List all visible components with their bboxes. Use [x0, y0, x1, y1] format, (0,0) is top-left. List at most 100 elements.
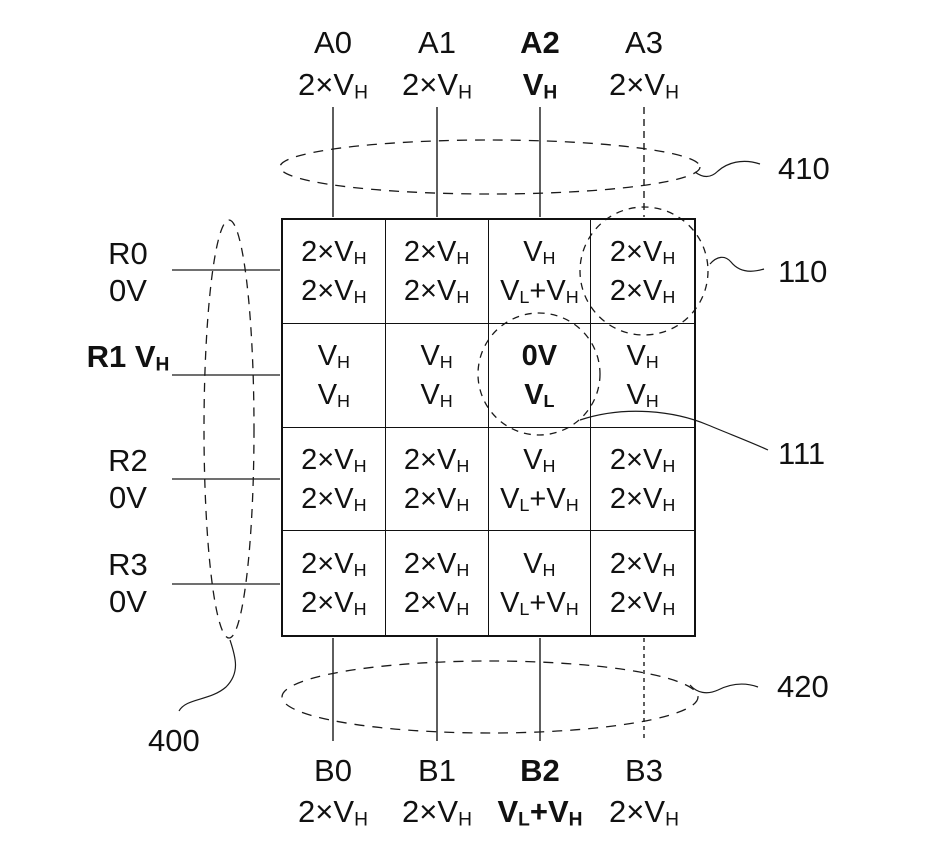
matrix-cell-r2c2: VH VL+VH: [488, 427, 592, 532]
cell-line1: VH: [420, 340, 453, 373]
cell-line2: VL+VH: [500, 587, 579, 620]
left-ellipse-400: [203, 219, 255, 639]
cell-line1: 2×VH: [403, 236, 470, 269]
matrix-cell-r2c0: 2×VH 2×VH: [283, 427, 386, 532]
column-name: A3: [625, 25, 663, 60]
matrix-cell-r3c2: VH VL+VH: [489, 531, 592, 635]
ref-numeral-110: 110: [778, 254, 828, 289]
matrix-cell-r0c2: VH VL+VH: [488, 220, 592, 324]
column-voltage: 2×VH: [402, 67, 472, 104]
cell-line2: 2×VH: [301, 482, 367, 516]
cell-line1: VH: [626, 340, 659, 373]
column-name: A0: [314, 25, 352, 60]
column-voltage: VH: [522, 67, 558, 104]
ref-numeral-400: 400: [148, 723, 200, 758]
row-voltage: 0V: [109, 480, 147, 515]
cell-line2: VH: [626, 379, 659, 412]
cell-line1: 2×VH: [609, 443, 676, 477]
column-label-b0: B0 2×VH: [268, 750, 398, 832]
matrix-cell-r0c3: 2×VH 2×VH: [591, 220, 694, 324]
column-voltage: 2×VH: [298, 67, 368, 104]
top-ellipse-410: [279, 139, 701, 195]
column-label-a2: A2 VH: [475, 22, 605, 106]
row-label-r3: R3 0V: [86, 546, 170, 620]
row-label-r0: R0 0V: [86, 235, 170, 309]
column-name: B0: [314, 753, 352, 788]
cell-line2: 2×VH: [403, 482, 470, 516]
cell-line2: VL+VH: [500, 482, 579, 516]
leader-410: [694, 160, 761, 177]
matrix-cell-r1c3: VH VH: [591, 324, 694, 428]
row-name: R2: [108, 443, 148, 478]
cell-circle-110: [579, 206, 709, 336]
cell-line1: 2×VH: [609, 548, 676, 581]
cell-line2: VL+VH: [500, 275, 579, 308]
matrix-cell-r0c0: 2×VH 2×VH: [283, 220, 386, 324]
cell-line2: VL: [524, 379, 555, 412]
column-voltage: VL+VH: [497, 794, 583, 831]
leader-400: [178, 639, 237, 712]
matrix-cell-r1c0: VH VH: [283, 323, 386, 428]
column-name: A1: [418, 25, 456, 60]
cell-line1: VH: [317, 340, 351, 373]
cell-line2: 2×VH: [403, 275, 470, 308]
cell-line1: VH: [523, 236, 556, 269]
cell-line1: 0V: [521, 340, 558, 373]
column-voltage: 2×VH: [402, 794, 472, 831]
cell-line1: 2×VH: [301, 548, 367, 581]
column-voltage: 2×VH: [609, 794, 679, 831]
column-label-b2: B2 VL+VH: [475, 750, 605, 832]
matrix-cell-r3c0: 2×VH 2×VH: [283, 531, 386, 635]
cell-line2: 2×VH: [609, 275, 676, 308]
column-label-b3: B3 2×VH: [579, 750, 709, 832]
row-name: R1: [86, 339, 127, 374]
row-voltage: 0V: [109, 584, 147, 619]
leader-420: [689, 683, 759, 694]
row-label-r2: R2 0V: [86, 442, 170, 516]
matrix-cell-r2c3: 2×VH 2×VH: [591, 428, 694, 532]
cell-line1: VH: [523, 548, 556, 581]
column-label-a0: A0 2×VH: [268, 22, 398, 106]
matrix-cell-r3c1: 2×VH 2×VH: [386, 531, 489, 635]
matrix-cell-r1c1: VH VH: [385, 323, 489, 428]
leader-110: [709, 256, 765, 272]
cell-line1: VH: [523, 443, 556, 477]
cell-circle-111: [477, 312, 601, 436]
ref-numeral-420: 420: [777, 669, 829, 704]
ref-numeral-410: 410: [778, 151, 830, 186]
matrix-cell-r1c2: 0V VL: [488, 323, 592, 428]
cell-line1: 2×VH: [609, 236, 676, 269]
ref-numeral-111: 111: [778, 436, 826, 471]
bottom-ellipse-420: [281, 660, 699, 734]
cell-line1: 2×VH: [301, 236, 367, 269]
cell-line2: VH: [420, 379, 453, 412]
row-voltage: VH: [134, 339, 170, 376]
cell-line1: 2×VH: [403, 548, 470, 581]
row-name: R3: [108, 547, 148, 582]
column-label-b1: B1 2×VH: [372, 750, 502, 832]
column-label-a1: A1 2×VH: [372, 22, 502, 106]
matrix-cell-r0c1: 2×VH 2×VH: [385, 220, 489, 324]
matrix-cell-r3c3: 2×VH 2×VH: [591, 531, 694, 635]
cell-line2: 2×VH: [301, 587, 367, 620]
cell-line1: 2×VH: [301, 443, 367, 477]
cell-line2: 2×VH: [301, 275, 367, 308]
column-voltage: 2×VH: [609, 67, 679, 104]
voltage-matrix: 2×VH 2×VH 2×VH 2×VH VH VL+VH 2×VH 2×VH V…: [281, 218, 696, 637]
column-voltage: 2×VH: [298, 794, 368, 831]
leader-111: [579, 410, 769, 451]
cell-line2: 2×VH: [609, 587, 676, 620]
row-voltage: 0V: [109, 273, 147, 308]
column-label-a3: A3 2×VH: [579, 22, 709, 106]
cell-line2: 2×VH: [403, 587, 470, 620]
cell-line1: 2×VH: [403, 443, 470, 477]
column-name: A2: [520, 25, 560, 60]
column-name: B1: [418, 753, 456, 788]
row-label-r1: R1 VH: [86, 338, 170, 375]
column-name: B3: [625, 753, 663, 788]
matrix-cell-r2c1: 2×VH 2×VH: [385, 427, 489, 532]
column-name: B2: [520, 753, 560, 788]
row-name: R0: [108, 236, 148, 271]
